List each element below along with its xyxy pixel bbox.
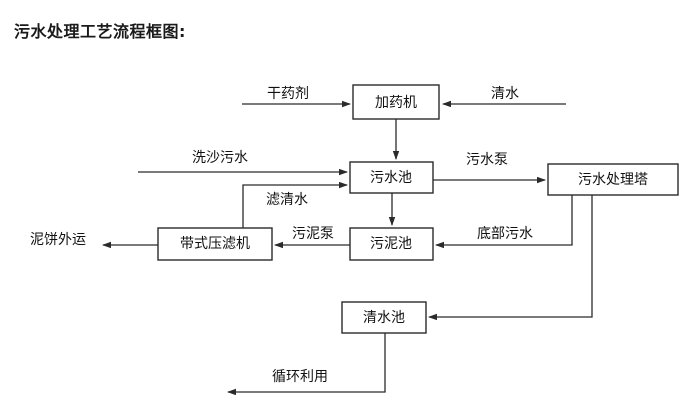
label-sludge-pump: 污泥泵 xyxy=(292,226,334,242)
edge-tower-to-clear-pool xyxy=(428,195,593,321)
label-bottom-sewage: 底部污水 xyxy=(477,226,533,242)
node-treatment-tower[interactable]: 污水处理塔 xyxy=(547,163,679,196)
label-sand-washing-wastewater: 洗沙污水 xyxy=(192,150,248,166)
node-sludge-pool[interactable]: 污泥池 xyxy=(349,227,434,261)
page-title: 污水处理工艺流程框图: xyxy=(14,22,186,41)
node-dosing-machine[interactable]: 加药机 xyxy=(352,84,440,120)
node-sludge-pool-label: 污泥池 xyxy=(370,236,412,252)
edge-clear-pool-to-recycle xyxy=(227,333,386,396)
label-recycle-reuse: 循环利用 xyxy=(272,369,328,385)
label-dry-chemical: 干药剂 xyxy=(267,86,309,102)
node-clear-water-pool-label: 清水池 xyxy=(363,310,405,326)
node-treatment-tower-label: 污水处理塔 xyxy=(578,172,648,188)
node-belt-filter-press-label: 带式压滤机 xyxy=(180,236,250,252)
node-clear-water-pool[interactable]: 清水池 xyxy=(341,301,427,334)
edge-tower-bottom-sewage-to-sludge-pool xyxy=(435,195,573,249)
label-sewage-pump: 污水泵 xyxy=(466,152,508,168)
node-dosing-machine-label: 加药机 xyxy=(375,95,417,111)
node-sewage-pool-label: 污水池 xyxy=(370,170,412,186)
node-sewage-pool[interactable]: 污水池 xyxy=(349,161,434,194)
label-filtered-clear-water: 滤清水 xyxy=(266,192,308,208)
edge-filtrate-to-sewage-pool xyxy=(242,181,348,228)
node-belt-filter-press[interactable]: 带式压滤机 xyxy=(157,227,273,261)
label-clean-water-inlet: 清水 xyxy=(491,86,519,102)
label-mud-cake-transport-out: 泥饼外运 xyxy=(30,232,86,248)
